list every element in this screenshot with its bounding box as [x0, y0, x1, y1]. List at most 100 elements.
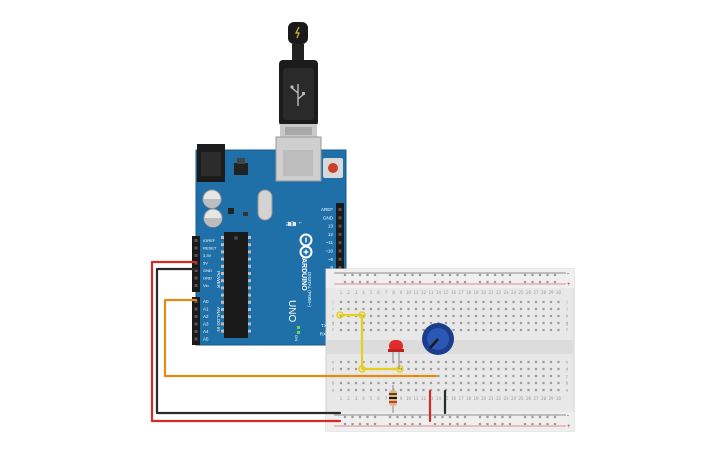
column-label: 28 [541, 396, 547, 401]
header-pin-hole[interactable] [338, 241, 342, 245]
analog-pin-label: A0 [203, 299, 209, 304]
header-pin-hole[interactable] [194, 330, 198, 333]
board-name-label: UNO [286, 300, 297, 322]
column-label: 8 [392, 290, 395, 295]
header-pin-hole[interactable] [194, 315, 198, 318]
analog-pin-label: A1 [203, 307, 209, 312]
column-label: 14 [436, 396, 442, 401]
header-pin-hole[interactable] [338, 257, 342, 261]
wire-black-gnd[interactable] [155, 267, 342, 415]
row-label: e [566, 360, 569, 365]
column-label: 12 [421, 396, 427, 401]
row-label: h [566, 314, 569, 319]
row-label: g [566, 321, 569, 326]
power-pin-label: RESET [203, 246, 217, 251]
digital-pin-label: GND [323, 215, 334, 220]
wire-yellow-d3[interactable] [338, 313, 402, 371]
breadboard[interactable]: 1122334455667788991010111112121313141415… [325, 268, 575, 432]
header-pin-hole[interactable] [194, 239, 198, 242]
header-pin-hole[interactable] [194, 254, 198, 257]
column-label: 30 [556, 396, 562, 401]
row-label: b [566, 381, 569, 386]
row-label: b [332, 381, 335, 386]
wire-endpoints [336, 311, 404, 373]
analog-pin-label: A4 [203, 329, 209, 334]
column-label: 29 [548, 396, 554, 401]
power-title: POWER [216, 271, 221, 289]
column-label: 24 [511, 290, 517, 295]
column-label: 23 [503, 290, 509, 295]
column-label: 4 [362, 396, 365, 401]
header-pin-hole[interactable] [338, 249, 342, 253]
header-pin-hole[interactable] [194, 322, 198, 326]
power-pin-label: IOREF [203, 238, 216, 243]
digital-pin-label: 8 [330, 265, 333, 270]
led-icon[interactable] [388, 340, 404, 369]
column-label: 2 [347, 290, 350, 295]
rail-plus-label: + [567, 282, 571, 288]
rx-label: RX [290, 221, 295, 227]
row-label: g [332, 321, 335, 326]
column-label: 27 [533, 290, 539, 295]
column-label: 7 [385, 396, 388, 401]
column-label: 19 [473, 290, 479, 295]
column-label: 6 [377, 290, 380, 295]
usb-cable-icon[interactable] [279, 22, 318, 138]
column-label: 27 [533, 396, 539, 401]
row-label: f [332, 328, 334, 333]
column-label: 5 [370, 396, 373, 401]
column-label: 2 [347, 396, 350, 401]
column-label: 18 [466, 396, 472, 401]
rail-minus-label: - [567, 271, 569, 277]
column-label: 13 [428, 290, 434, 295]
header-pin-hole[interactable] [194, 337, 198, 341]
header-pin-hole[interactable] [338, 208, 342, 211]
row-label: c [566, 374, 568, 379]
column-label: 13 [428, 396, 434, 401]
wire-orange-a0[interactable] [163, 298, 438, 378]
power-pin-label: 3.3V [203, 253, 212, 258]
header-pin-hole[interactable] [194, 300, 198, 303]
header-pin-hole[interactable] [338, 216, 342, 220]
potentiometer-icon[interactable] [422, 323, 454, 355]
header-pin-hole[interactable] [338, 232, 342, 236]
arduino-uno-board[interactable]: ARDUINO UNO TX RX L ON DIGITAL (PWM~) PO… [192, 136, 347, 346]
column-label: 9 [400, 290, 403, 295]
column-label: 26 [526, 290, 532, 295]
header-pin-hole[interactable] [194, 246, 198, 250]
digital-pin-label: AREF [321, 207, 333, 212]
column-label: 7 [385, 290, 388, 295]
header-pin-hole[interactable] [338, 266, 342, 270]
column-label: 16 [451, 290, 457, 295]
analog-title: ANALOG IN [216, 307, 221, 332]
wire-red-5v[interactable] [150, 260, 342, 423]
column-label: 10 [406, 290, 412, 295]
column-label: 16 [451, 396, 457, 401]
brand-label: ARDUINO [300, 258, 307, 291]
column-label: 9 [400, 396, 403, 401]
l-label: L [298, 222, 303, 225]
column-label: 15 [443, 290, 449, 295]
row-label: a [566, 388, 569, 393]
column-label: 1 [340, 396, 343, 401]
row-label: j [565, 300, 567, 305]
rail-minus-label-bottom: - [567, 413, 569, 419]
power-pin-label: GND [203, 276, 212, 281]
header-pin-hole[interactable] [194, 269, 198, 272]
column-label: 19 [473, 396, 479, 401]
header-pin-hole[interactable] [194, 307, 198, 311]
column-label: 21 [488, 290, 494, 295]
header-pin-hole[interactable] [338, 224, 342, 228]
header-pin-hole[interactable] [194, 276, 198, 280]
column-label: 30 [556, 290, 562, 295]
column-label: 22 [496, 290, 502, 295]
row-label: i [566, 307, 567, 312]
resistor-icon[interactable] [389, 385, 397, 413]
column-label: 5 [370, 290, 373, 295]
digital-title: DIGITAL (PWM~) [307, 272, 312, 307]
header-pin-hole[interactable] [194, 284, 198, 287]
rail-plus-label-bottom: + [567, 424, 571, 430]
microcontroller-chip [221, 232, 251, 338]
column-label: 28 [541, 290, 547, 295]
